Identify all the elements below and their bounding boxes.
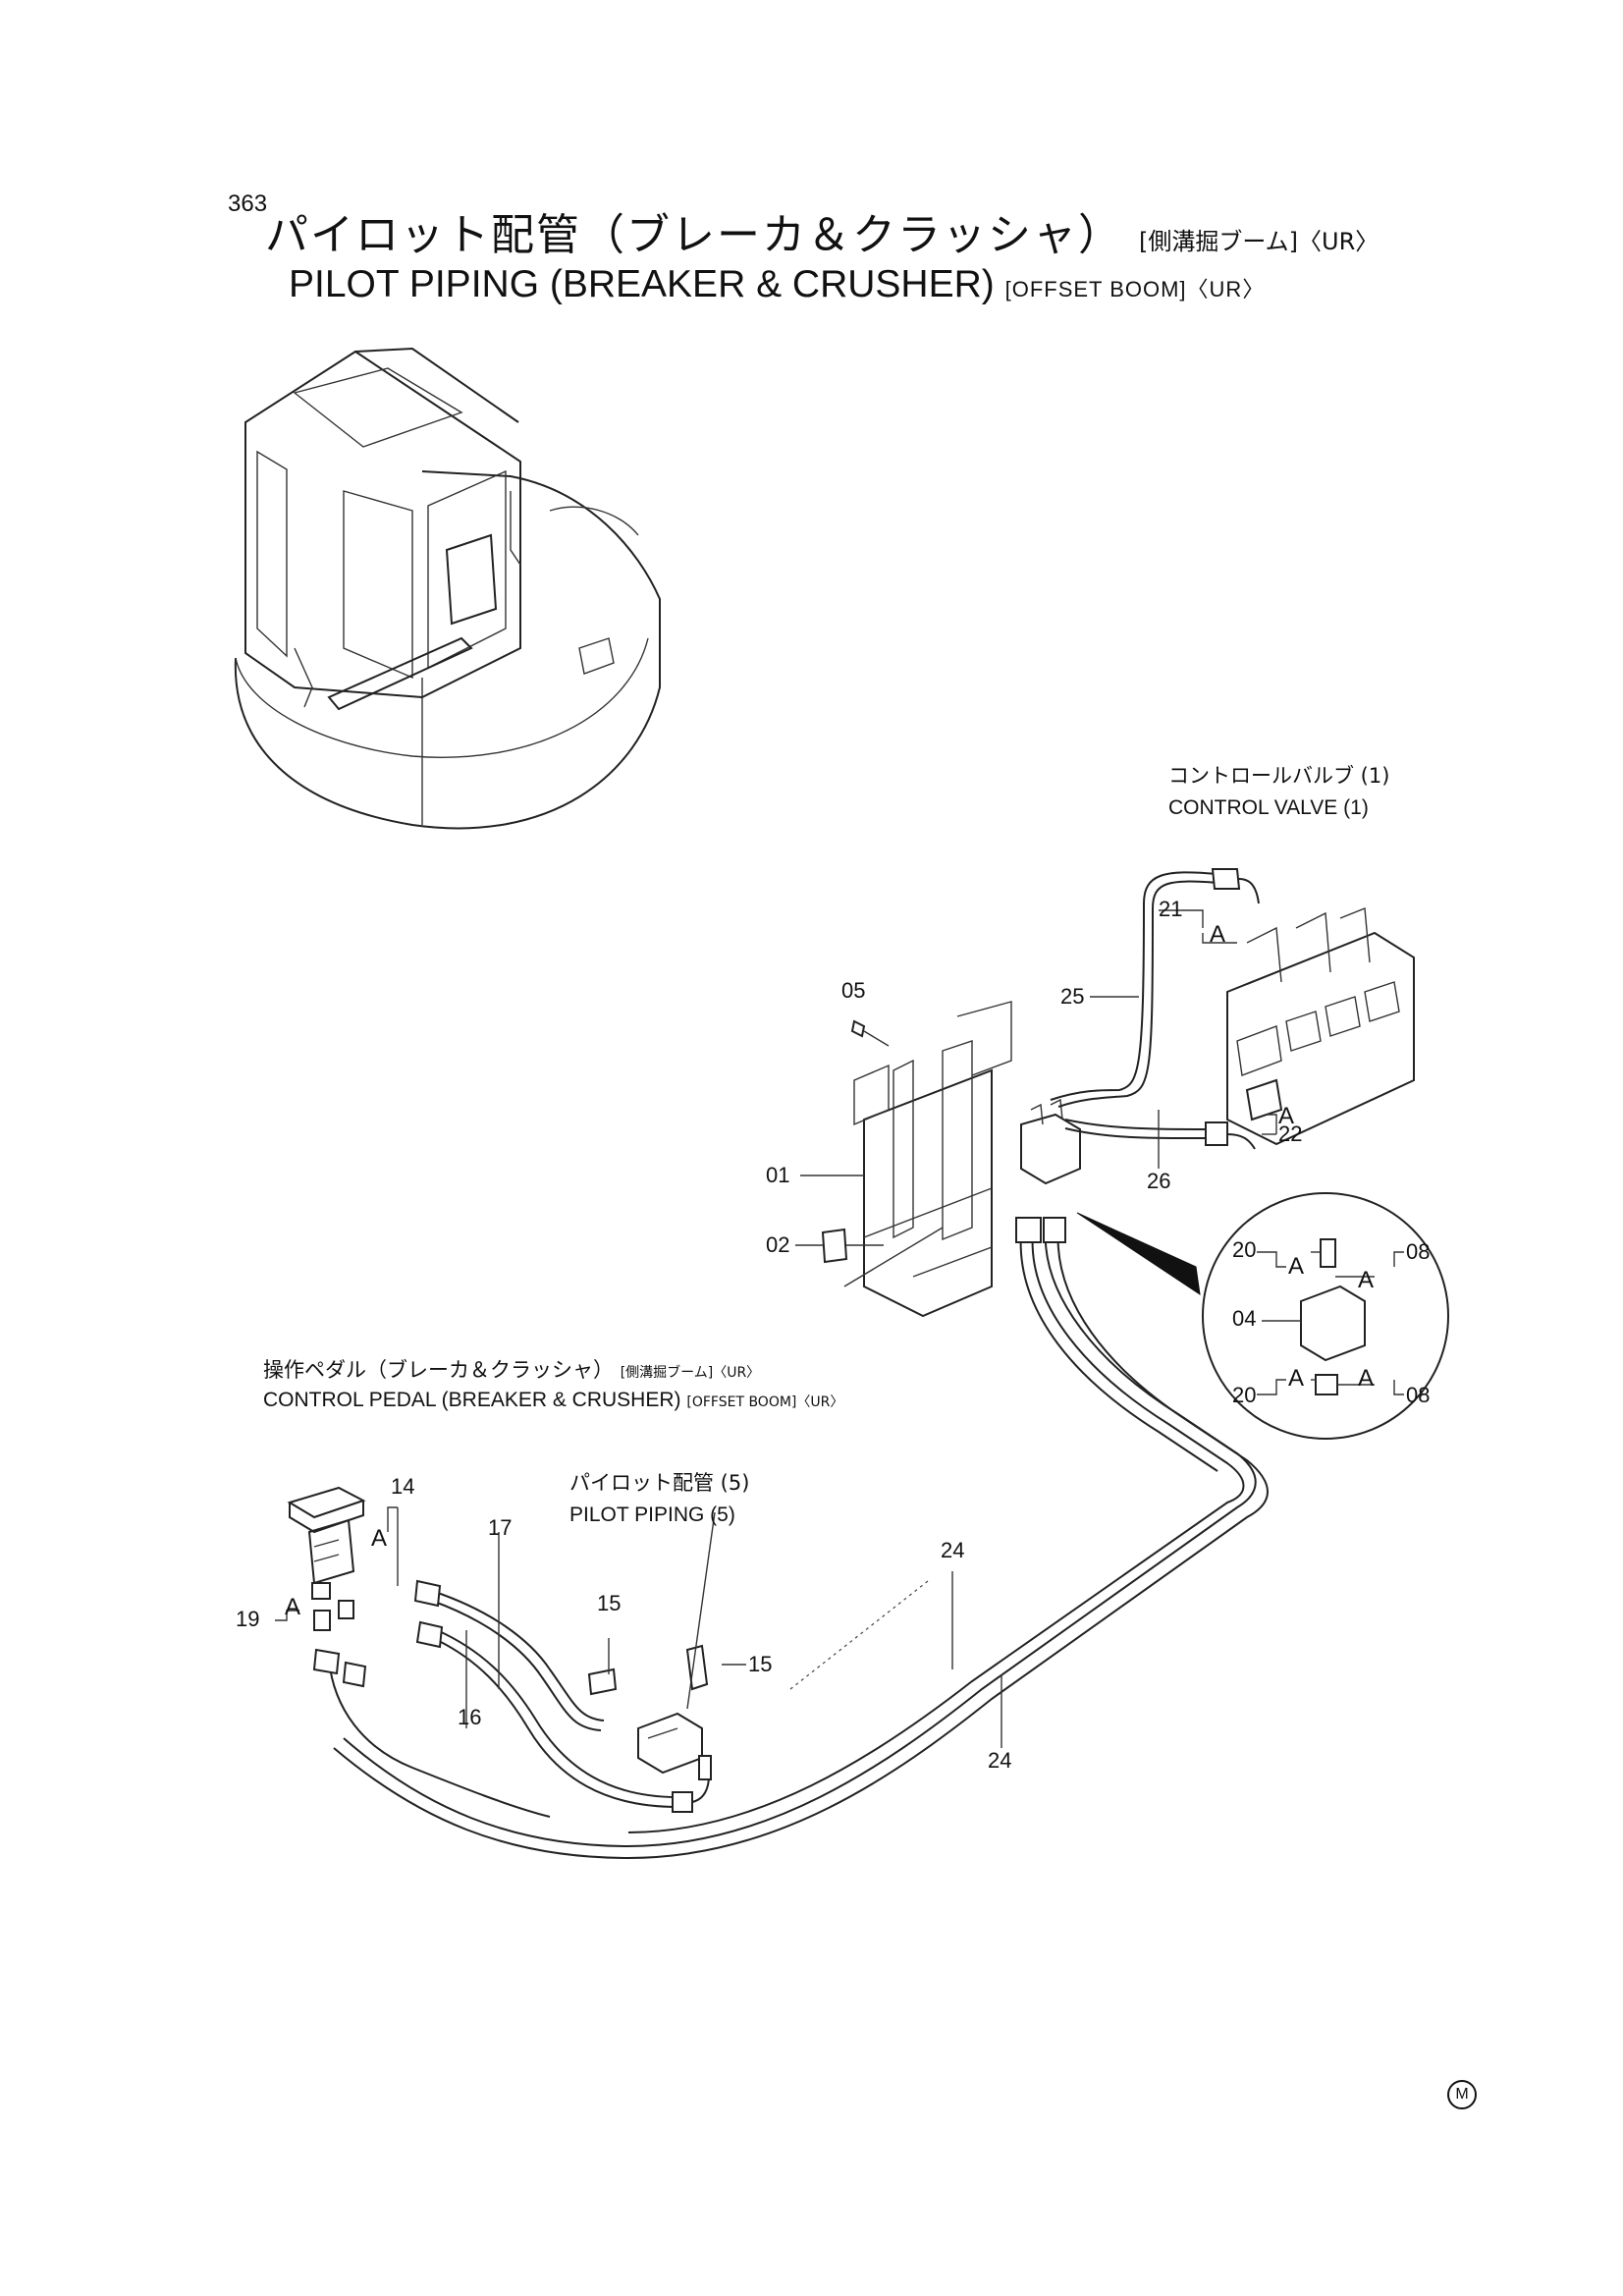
callout-leader-lines	[275, 909, 1404, 1748]
control-pedal-label-jp-suffix: [側溝掘ブーム]〈UR〉	[620, 1365, 761, 1381]
part-number-08-bottom: 08	[1406, 1383, 1431, 1407]
hose-24	[333, 1217, 1269, 1860]
part-number-16: 16	[458, 1705, 482, 1729]
part-number-25: 25	[1060, 984, 1085, 1009]
part-number-05: 05	[841, 978, 866, 1003]
title-japanese: パイロット配管（ブレーカ＆クラッシャ） [側溝掘ブーム]〈UR〉	[265, 214, 1379, 257]
title-japanese-suffix: [側溝掘ブーム]〈UR〉	[1139, 228, 1380, 255]
part-number-15-left: 15	[597, 1591, 622, 1615]
key-a-detail-top-right: A	[1358, 1267, 1375, 1293]
part-number-17: 17	[488, 1515, 513, 1540]
key-a-detail-bottom-right: A	[1358, 1365, 1375, 1392]
control-pedal-label-jp-main: 操作ペダル（ブレーカ＆クラッシャ）	[263, 1358, 614, 1382]
control-valve-illustration	[1226, 907, 1415, 1146]
pilot-piping-label-en: PILOT PIPING (5)	[569, 1503, 735, 1526]
excavator-overview-illustration	[234, 347, 661, 830]
part-number-20-top: 20	[1232, 1237, 1257, 1262]
part-number-01: 01	[766, 1163, 790, 1187]
page-number: 363	[228, 191, 268, 217]
control-pedal-label-jp: 操作ペダル（ブレーカ＆クラッシャ） [側溝掘ブーム]〈UR〉	[263, 1360, 760, 1381]
title-english-main: PILOT PIPING (BREAKER & CRUSHER)	[289, 263, 995, 305]
key-a-pedal-left: A	[285, 1594, 301, 1620]
maker-mark: M	[1447, 2080, 1477, 2109]
part-number-24-bottom: 24	[988, 1748, 1012, 1773]
valve-block-04	[1020, 1098, 1081, 1185]
hose-16-17	[413, 1579, 710, 1813]
control-valve-label-en: CONTROL VALVE (1)	[1168, 796, 1369, 819]
control-pedal-label-en: CONTROL PEDAL (BREAKER & CRUSHER) [OFFSE…	[263, 1390, 843, 1410]
pilot-piping-label-jp: パイロット配管 (5)	[569, 1471, 750, 1495]
control-pedal-label-en-main: CONTROL PEDAL (BREAKER & CRUSHER)	[263, 1389, 681, 1411]
key-a-valve-bottom: A	[1278, 1103, 1295, 1129]
title-english: PILOT PIPING (BREAKER & CRUSHER) [OFFSET…	[289, 265, 1265, 303]
part-number-04: 04	[1232, 1306, 1257, 1331]
part-number-15-right: 15	[748, 1652, 773, 1676]
part-number-02: 02	[766, 1232, 790, 1257]
control-valve-label-jp: コントロールバルブ (1)	[1168, 764, 1390, 788]
control-pedal-illustration	[287, 1486, 366, 1631]
control-pedal-label-en-suffix: [OFFSET BOOM]〈UR〉	[686, 1394, 844, 1410]
part-number-08-top: 08	[1406, 1239, 1431, 1264]
detail-circle-valve-block	[1076, 1192, 1449, 1440]
hose-25-26	[1050, 868, 1260, 1150]
part-number-26: 26	[1147, 1169, 1171, 1193]
title-japanese-main: パイロット配管（ブレーカ＆クラッシャ）	[265, 210, 1123, 260]
key-a-detail-top-left: A	[1288, 1253, 1305, 1280]
part-number-20-bottom: 20	[1232, 1383, 1257, 1407]
part-number-22: 22	[1278, 1121, 1303, 1146]
part-number-19: 19	[236, 1607, 260, 1631]
key-a-detail-bottom-left: A	[1288, 1365, 1305, 1392]
part-number-21: 21	[1159, 897, 1183, 921]
title-english-suffix: [OFFSET BOOM]〈UR〉	[1004, 277, 1266, 301]
part-number-24-top: 24	[941, 1538, 965, 1562]
key-a-valve-top: A	[1210, 921, 1226, 948]
part-number-14: 14	[391, 1474, 415, 1499]
bracket-assembly-01	[821, 1001, 1012, 1318]
pedal-hoses	[312, 1648, 551, 1818]
key-a-pedal-top: A	[371, 1525, 388, 1552]
